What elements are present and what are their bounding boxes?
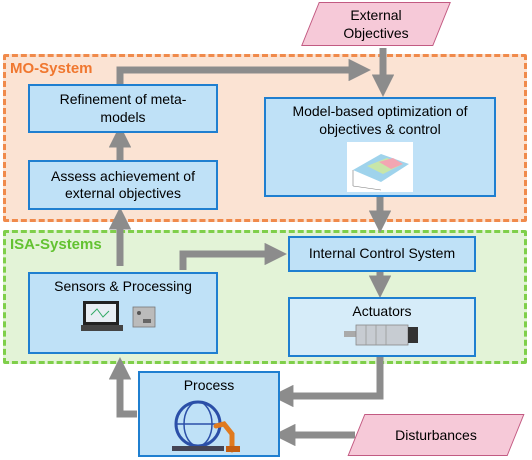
isa-systems-title: ISA-Systems bbox=[10, 236, 102, 253]
external-objectives-label: External Objectives bbox=[343, 7, 409, 41]
arrow-process-to-sensors bbox=[108, 357, 137, 418]
process-label: Process bbox=[183, 377, 235, 393]
motor-image bbox=[344, 324, 418, 345]
arrow-actuators-to-process bbox=[271, 357, 384, 408]
sensors-processing-box: Sensors & Processing bbox=[28, 272, 218, 354]
disturbances-label: Disturbances bbox=[395, 427, 477, 443]
mo-system-title: MO-System bbox=[10, 60, 93, 77]
internal-control-label: Internal Control System bbox=[308, 245, 456, 262]
internal-control-box: Internal Control System bbox=[288, 236, 476, 272]
robot-cell-image bbox=[172, 400, 240, 452]
surface-plot-image bbox=[347, 142, 413, 192]
sensors-label: Sensors & Processing bbox=[54, 278, 192, 294]
arrow-refinement-to-model bbox=[116, 58, 371, 84]
assess-box: Assess achievement of external objective… bbox=[28, 160, 218, 210]
process-box: Process bbox=[138, 371, 280, 457]
refinement-box: Refinement of meta- models bbox=[28, 84, 218, 133]
actuators-box: Actuators bbox=[288, 297, 476, 357]
model-based-label: Model-based optimization of objectives &… bbox=[292, 103, 468, 137]
actuators-label: Actuators bbox=[352, 303, 412, 319]
arrow-sensors-to-control bbox=[179, 242, 287, 270]
assess-label: Assess achievement of external objective… bbox=[51, 167, 195, 202]
model-based-optimization-box: Model-based optimization of objectives &… bbox=[264, 97, 496, 197]
sensor-equipment-image bbox=[81, 300, 156, 331]
refinement-label: Refinement of meta- models bbox=[59, 91, 187, 125]
